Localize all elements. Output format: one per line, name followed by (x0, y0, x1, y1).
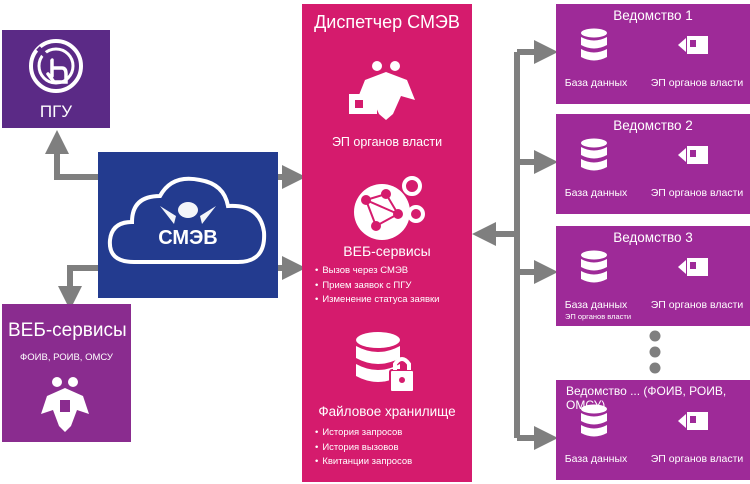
dispatcher-storage-list: История запросов История вызовов Квитанц… (315, 426, 412, 470)
database-icon (581, 250, 607, 283)
department-title: Ведомство 3 (613, 230, 693, 245)
department-1-box: Ведомство 1 База данных ЭП органов власт… (556, 4, 750, 104)
list-item: Вызов через СМЭВ (315, 264, 439, 279)
department-db-label: База данных (564, 77, 628, 89)
dispatcher-storage-title: Файловое хранилище (318, 404, 456, 419)
smev-box: СМЭВ (98, 152, 278, 298)
ellipsis-dots (649, 330, 661, 374)
database-icon (581, 28, 607, 61)
signature-card-icon (678, 36, 708, 54)
dispatcher-web-list: Вызов через СМЭВ Прием заявок с ПГУ Изме… (315, 264, 439, 308)
department-ep-label: ЭП органов власти (650, 187, 744, 199)
department-ep-label: ЭП органов власти (650, 453, 744, 465)
department-db-label: База данных (564, 453, 628, 465)
list-item: Квитанции запросов (315, 455, 412, 470)
dispatcher-box: Диспетчер СМЭВ ЭП органов власти ВЕБ-сер… (302, 4, 472, 482)
department-ep-label: ЭП органов власти (650, 77, 744, 89)
cloud-icon: СМЭВ (107, 176, 267, 264)
dispatcher-ep-label: ЭП органов власти (331, 135, 443, 149)
web-network-gears-icon (354, 176, 425, 240)
hand-touch-icon (29, 39, 83, 93)
department-2-box: Ведомство 2 База данных ЭП органов власт… (556, 114, 750, 214)
pgu-box: ПГУ (2, 30, 110, 128)
list-item: История вызовов (315, 441, 412, 456)
database-icon (581, 404, 607, 437)
database-icon (581, 138, 607, 171)
dispatcher-web-title: ВЕБ-сервисы (343, 243, 431, 259)
department-ep-label: ЭП органов власти (650, 299, 744, 311)
eagle-signature-card-icon (349, 61, 415, 120)
department-db-label: База данных (564, 299, 628, 311)
dispatcher-title: Диспетчер СМЭВ (314, 12, 460, 32)
signature-card-icon (678, 412, 708, 430)
list-item: Прием заявок с ПГУ (315, 279, 439, 294)
department-title: Ведомство 2 (613, 118, 693, 133)
list-item: Изменение статуса заявки (315, 293, 439, 308)
department-3-box: Ведомство 3 База данных ЭП органов власт… (556, 226, 750, 326)
pgu-label: ПГУ (39, 102, 73, 121)
smev-label: СМЭВ (158, 227, 218, 249)
signature-card-icon (678, 146, 708, 164)
web-services-left-box: ВЕБ-сервисы ФОИВ, РОИВ, ОМСУ (2, 304, 131, 442)
web-services-left-subtitle: ФОИВ, РОИВ, ОМСУ (20, 352, 113, 363)
department-db-label: База данных (564, 187, 628, 199)
department-title: Ведомство 1 (613, 8, 693, 23)
signature-card-icon (678, 258, 708, 276)
web-services-left-title: ВЕБ-сервисы (8, 320, 127, 341)
list-item: История запросов (315, 426, 412, 441)
department-4-box: Ведомство ... (ФОИВ, РОИВ, ОМСУ) База да… (556, 380, 750, 480)
database-lock-icon (356, 332, 415, 393)
eagle-emblem-icon (41, 377, 89, 432)
department-db-sublabel: ЭП органов власти (564, 312, 632, 321)
